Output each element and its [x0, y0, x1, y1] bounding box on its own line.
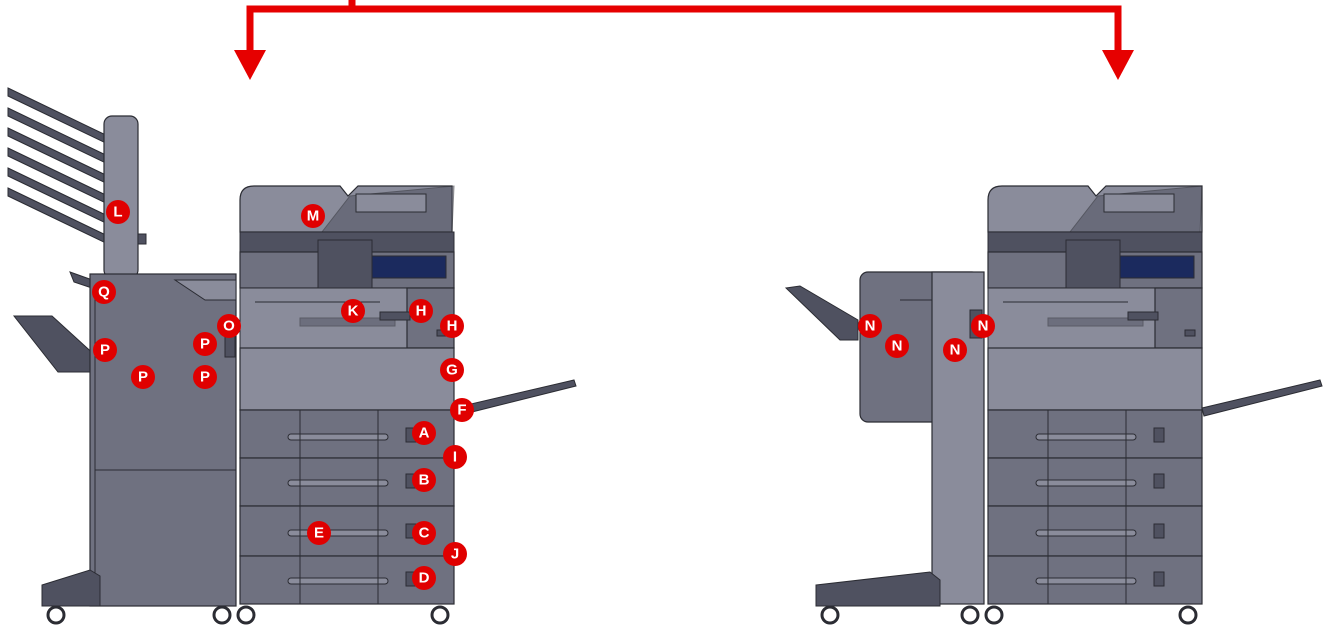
finisher-body	[90, 274, 236, 606]
svg-text:P: P	[138, 369, 148, 386]
mailbox-trays	[8, 88, 112, 246]
marker-p-3: P	[131, 365, 155, 389]
marker-h-lower: H	[440, 314, 464, 338]
svg-text:N: N	[892, 338, 903, 355]
svg-text:I: I	[453, 449, 457, 466]
marker-p-2: P	[193, 332, 217, 356]
marker-n-2: N	[885, 334, 909, 358]
svg-text:Q: Q	[98, 284, 110, 301]
svg-text:L: L	[113, 204, 122, 221]
marker-p-4: P	[193, 365, 217, 389]
svg-text:P: P	[100, 342, 110, 359]
svg-text:D: D	[419, 570, 430, 587]
marker-i: I	[443, 445, 467, 469]
marker-e: E	[307, 521, 331, 545]
svg-text:M: M	[307, 208, 320, 225]
marker-o: O	[217, 314, 241, 338]
marker-p-1: P	[93, 338, 117, 362]
right-finisher-unit	[786, 272, 984, 623]
svg-text:K: K	[348, 303, 359, 320]
svg-text:N: N	[865, 318, 876, 335]
marker-n-1: N	[858, 314, 882, 338]
marker-d: D	[412, 566, 436, 590]
svg-text:A: A	[419, 425, 430, 442]
svg-text:O: O	[223, 318, 235, 335]
svg-text:P: P	[200, 336, 210, 353]
marker-c: C	[412, 521, 436, 545]
svg-text:C: C	[419, 525, 430, 542]
svg-text:B: B	[419, 472, 430, 489]
marker-g: G	[440, 358, 464, 382]
svg-text:F: F	[457, 402, 466, 419]
mailbox-column	[104, 116, 138, 278]
marker-k: K	[341, 299, 365, 323]
svg-text:N: N	[978, 318, 989, 335]
svg-text:J: J	[451, 546, 459, 563]
marker-j: J	[443, 542, 467, 566]
svg-text:H: H	[447, 318, 458, 335]
svg-text:G: G	[446, 362, 458, 379]
svg-text:P: P	[200, 369, 210, 386]
marker-q: Q	[92, 280, 116, 304]
marker-h-upper: H	[409, 299, 433, 323]
marker-n-4: N	[971, 314, 995, 338]
svg-text:E: E	[314, 525, 324, 542]
marker-l: L	[106, 200, 130, 224]
right-main-machine	[986, 186, 1322, 623]
marker-a: A	[412, 421, 436, 445]
marker-m: M	[301, 204, 325, 228]
top-arrow-connector	[234, 0, 1134, 80]
marker-b: B	[412, 468, 436, 492]
svg-text:N: N	[950, 342, 961, 359]
svg-text:H: H	[416, 303, 427, 320]
marker-f: F	[450, 398, 474, 422]
left-main-machine	[238, 186, 576, 623]
marker-n-3: N	[943, 338, 967, 362]
